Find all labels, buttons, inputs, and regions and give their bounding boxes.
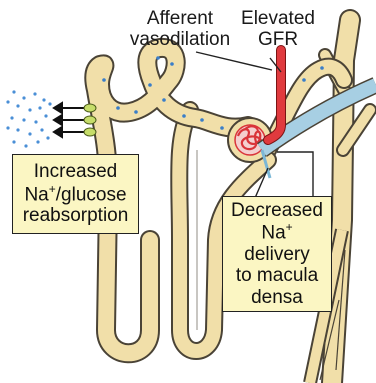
macula-line4: to macula (236, 265, 318, 286)
elevated-gfr-label: Elevated GFR (228, 8, 328, 51)
macula-line1: Decreased (231, 200, 323, 221)
reabsorption-line2: Na+/glucose (24, 183, 126, 206)
macula-line3: delivery (244, 244, 309, 265)
increased-reabsorption-box: Increased Na+/glucose reabsorption (12, 154, 139, 234)
macula-line2: Na+ (261, 221, 292, 244)
reabsorption-line1: Increased (34, 161, 117, 182)
gfr-label-line1: Elevated (228, 8, 328, 29)
reabsorption-arrows (54, 103, 96, 137)
macula-line5: densa (251, 287, 303, 308)
reabsorbed-particles (6, 90, 51, 147)
gfr-label-line2: GFR (228, 29, 328, 50)
decreased-na-delivery-box: Decreased Na+ delivery to macula densa (222, 196, 332, 312)
reabsorption-line3: reabsorption (23, 205, 129, 226)
